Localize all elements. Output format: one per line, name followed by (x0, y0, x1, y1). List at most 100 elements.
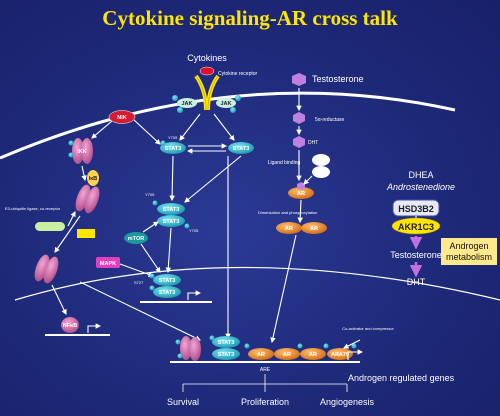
svg-text:STAT3: STAT3 (218, 340, 235, 346)
svg-text:AKR1C3: AKR1C3 (398, 222, 434, 232)
svg-text:STAT3: STAT3 (163, 207, 180, 213)
androgen-metabolism-line-2: metabolism (446, 252, 492, 262)
testosterone-top-icon (292, 73, 306, 86)
svg-text:STAT3: STAT3 (163, 219, 180, 225)
transcription-arrow (87, 323, 102, 333)
svg-text:AR: AR (297, 191, 305, 197)
phosphate-icon (230, 107, 236, 113)
testosterone-top-label: Testosterone (312, 74, 364, 84)
phosphate-icon (172, 95, 178, 101)
five-alpha-reductase-label: 5α-reductase (315, 117, 345, 123)
svg-text:STAT3: STAT3 (159, 290, 176, 296)
nfkb-nuclear-node: NFκB (61, 317, 79, 333)
svg-text:AR: AR (310, 226, 318, 232)
nuclear-membrane (14, 266, 500, 301)
phosphate-icon (184, 223, 190, 229)
s727-label: S727 (134, 280, 144, 285)
mapk-to-stat3-arrow (119, 263, 155, 278)
svg-text:mTOR: mTOR (128, 236, 144, 242)
ikb-node: IκB (87, 170, 99, 186)
androgen-metabolism-box: Androgen metabolism (441, 238, 497, 265)
hsd3b2-node: HSD3B2 (392, 199, 440, 217)
mtor-node: mTOR (124, 232, 148, 244)
cell-membrane (0, 91, 456, 160)
ar-node-e: AR (274, 348, 300, 360)
phosphate-icon (297, 343, 303, 349)
phosphate-icon (149, 273, 155, 279)
ar-node-a: AR (288, 187, 314, 199)
phosphate-icon (235, 95, 241, 101)
dht-icon (293, 136, 305, 148)
y705-label-c: Y705 (189, 228, 199, 233)
dimerization-label: Dimerization and phosphorylation (258, 210, 317, 215)
nfkb-translocating-node (34, 254, 59, 284)
ikb-degradation-icon (77, 229, 95, 238)
stat3-node-a: STAT3 (160, 142, 186, 154)
svg-text:AR: AR (257, 352, 265, 358)
ikk-to-nfkb-arrow (81, 165, 87, 182)
ar-node-d: AR (248, 348, 274, 360)
svg-text:STAT3: STAT3 (165, 146, 182, 152)
coactivator-arrow (343, 339, 361, 349)
testosterone-cell-icon (293, 112, 305, 124)
svg-text:STAT3: STAT3 (159, 278, 176, 284)
hsp-release-arrow (303, 175, 313, 185)
phosphate-icon (177, 107, 183, 113)
ar-chaperone-complex (312, 154, 330, 178)
ligand-binding-label: Ligand binding (268, 160, 301, 166)
ar-node-f: AR (300, 348, 326, 360)
ubiquitin-arrow (67, 211, 76, 227)
cytokine-ligand-icon (199, 66, 215, 76)
svg-text:AR: AR (309, 352, 317, 358)
phosphate-icon (209, 335, 215, 341)
dhea-label: DHEA (408, 170, 433, 180)
phosphate-icon (68, 140, 74, 146)
nfkb-translocation-arrow (54, 215, 81, 253)
svg-text:STAT3: STAT3 (233, 146, 250, 152)
jak-right-node: JAK (216, 98, 236, 108)
coactivator-label: Co-activator and corepressor (342, 326, 394, 331)
dht-bound-icon (297, 182, 305, 190)
svg-text:MAPK: MAPK (100, 261, 116, 267)
y705-label-a: Y705 (168, 135, 178, 140)
diagram-title: Cytokine signaling-AR cross talk (102, 6, 398, 30)
transcription-arrow (347, 349, 364, 360)
stat3-node-b: STAT3 (228, 142, 254, 154)
phosphate-icon (244, 343, 250, 349)
cytokine-receptor-label: Cytokine receptor (218, 71, 258, 77)
akr1c3-node: AKR1C3 (391, 217, 441, 235)
outcome-survival: Survival (167, 397, 199, 407)
cytokines-label: Cytokines (187, 53, 227, 63)
svg-text:AR: AR (285, 226, 293, 232)
svg-text:JAK: JAK (220, 101, 231, 107)
phosphate-icon (160, 140, 166, 146)
ara70-node: ARA70 (327, 348, 353, 360)
nik-to-stat3-arrow (133, 119, 161, 145)
mtor-to-stat3-arrow (140, 243, 161, 273)
nfkb-cytoplasm-node (75, 184, 100, 214)
dht-right-label: DHT (407, 277, 426, 287)
phosphate-icon (149, 285, 155, 291)
stat3-dimer-mid: STAT3 STAT3 (157, 203, 185, 227)
stat3-dimerization-arrow (184, 155, 242, 203)
e3-ubiquitin-label: E3-ubiquitin ligase, co-receptor (5, 206, 61, 211)
nik-node: NIK (108, 110, 136, 124)
svg-text:HSD3B2: HSD3B2 (398, 204, 434, 214)
svg-text:ARA70: ARA70 (331, 352, 349, 358)
phosphate-icon (152, 200, 158, 206)
svg-text:IKK: IKK (77, 149, 87, 155)
svg-text:NIK: NIK (117, 115, 127, 121)
svg-text:JAK: JAK (181, 101, 192, 107)
svg-text:AR: AR (283, 352, 291, 358)
stat3-dimerization-arrow (169, 155, 175, 202)
ar-to-nucleus-arrow (270, 234, 297, 344)
nfkb-to-dna-arrow (51, 284, 67, 315)
ar-dimer-cytoplasm: AR AR (276, 222, 327, 234)
androgen-metabolism-line-1: Androgen (449, 241, 488, 251)
phosphate-icon (177, 353, 183, 359)
receptor-to-stat3-arrow (179, 113, 201, 141)
nik-to-ikk-arrow (91, 120, 113, 139)
androgen-regulated-genes-label: Androgen regulated genes (348, 373, 455, 383)
phosphate-icon (68, 152, 74, 158)
